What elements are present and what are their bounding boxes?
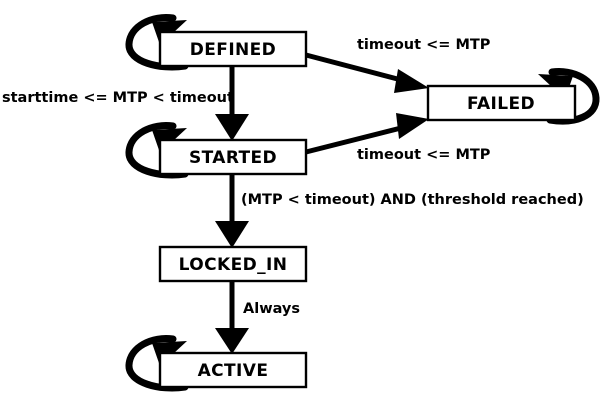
state-node-failed[interactable]: FAILED — [426, 84, 577, 122]
edge-started-to-lockedin-arrowhead — [215, 221, 249, 248]
edge-started-to-lockedin — [215, 174, 249, 248]
state-node-started[interactable]: STARTED — [158, 138, 308, 176]
edge-defined-to-failed — [305, 52, 429, 93]
state-node-defined[interactable]: DEFINED — [158, 30, 308, 68]
edge-started-to-failed-line — [305, 123, 410, 155]
edge-label-timeout-condition-bottom: timeout <= MTP — [357, 147, 491, 163]
edge-label-starttime-condition: starttime <= MTP < timeout — [2, 90, 234, 106]
state-label-started: STARTED — [189, 148, 277, 168]
state-node-locked-in[interactable]: LOCKED_IN — [158, 245, 308, 283]
state-label-failed: FAILED — [467, 94, 535, 114]
edge-defined-to-started — [215, 66, 249, 141]
edge-started-to-failed — [305, 113, 429, 155]
edge-lockedin-to-active — [215, 281, 249, 354]
edge-label-timeout-condition-top: timeout <= MTP — [357, 37, 491, 53]
state-label-active: ACTIVE — [198, 361, 269, 381]
state-box-started[interactable] — [158, 138, 308, 176]
state-box-defined[interactable] — [158, 30, 308, 68]
edge-lockedin-to-active-arrowhead — [215, 328, 249, 354]
edge-started-to-failed-arrowhead — [396, 113, 429, 139]
edge-label-always-condition: Always — [243, 301, 300, 317]
state-label-defined: DEFINED — [190, 40, 276, 60]
state-box-failed[interactable] — [426, 84, 577, 122]
state-box-active[interactable] — [158, 351, 308, 389]
state-node-active[interactable]: ACTIVE — [158, 351, 308, 389]
edge-defined-to-started-arrowhead — [215, 114, 249, 141]
state-label-locked-in: LOCKED_IN — [179, 255, 288, 275]
edge-label-threshold-condition: (MTP < timeout) AND (threshold reached) — [241, 192, 584, 208]
state-box-locked-in[interactable] — [158, 245, 308, 283]
edge-defined-to-failed-line — [305, 52, 410, 85]
edge-defined-to-failed-arrowhead — [394, 69, 429, 93]
